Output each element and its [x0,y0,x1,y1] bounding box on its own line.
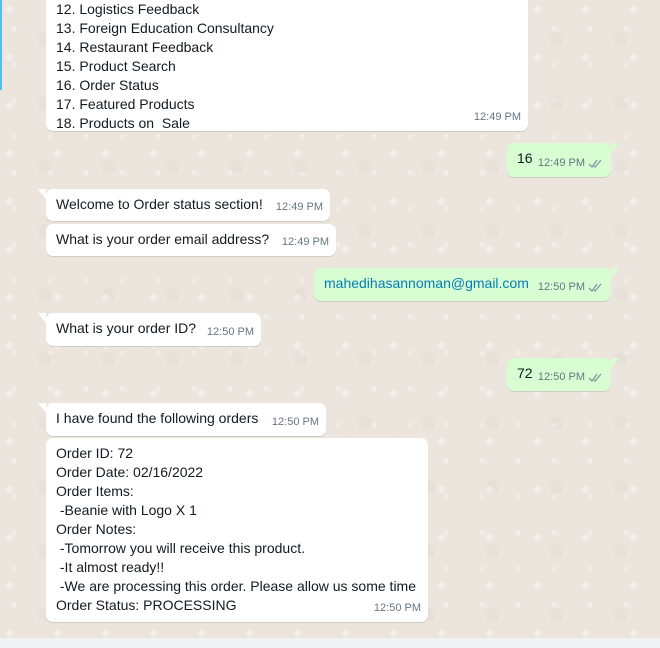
message-text: I have found the following orders [56,410,259,426]
order-note-line: -We are processing this order. Please al… [56,578,417,594]
message-meta: 12:49 PM [538,154,604,173]
menu-item: 15. Product Search [56,58,176,74]
message-time: 12:49 PM [281,236,329,248]
double-check-icon [588,373,602,383]
message-meta: 12:50 PM [538,368,604,387]
message-meta: 12:49 PM [474,108,521,127]
double-check-icon [588,283,602,293]
message-text: 16 [517,150,533,166]
message-text: What is your order ID? [56,320,197,336]
sent-message-id: 72 12:50 PM [507,358,619,391]
bot-ask-id-message: What is your order ID? 12:50 PM [38,313,261,346]
message-time: 12:50 PM [537,281,585,293]
bot-ask-email-message: What is your order email address? 12:49 … [46,224,336,256]
message-time: 12:50 PM [271,416,319,428]
sent-message-email: mahedihasannoman@gmail.com 12:50 PM [314,268,619,301]
menu-item: 17. Featured Products [56,96,195,112]
message-meta: 12:50 PM [538,278,604,297]
message-meta: 12:50 PM [374,599,421,618]
order-item-line: -Beanie with Logo X 1 [56,502,197,518]
order-items-heading: Order Items: [56,483,134,499]
message-time: 12:49 PM [537,157,585,169]
menu-message: 12. Logistics Feedback 13. Foreign Educa… [46,0,528,131]
message-meta: 12:50 PM [272,413,319,432]
email-link[interactable]: mahedihasannoman@gmail.com [324,275,529,291]
menu-item: 13. Foreign Education Consultancy [56,20,274,36]
double-check-icon [588,159,602,169]
bot-found-message: I have found the following orders 12:50 … [38,403,326,436]
message-time: 12:49 PM [275,201,323,213]
bot-welcome-message: Welcome to Order status section! 12:49 P… [38,189,330,221]
message-time: 12:50 PM [537,371,585,383]
left-accent-bar [0,0,2,90]
message-meta: 12:49 PM [282,233,329,252]
menu-item: 14. Restaurant Feedback [56,39,214,55]
order-notes-heading: Order Notes: [56,521,137,537]
order-id-line: Order ID: 72 [56,445,134,461]
bottom-strip [0,638,660,648]
message-text: 72 [517,365,533,381]
message-time: 12:50 PM [206,326,254,338]
message-meta: 12:49 PM [276,198,323,217]
menu-item: 16. Order Status [56,77,159,93]
message-time: 12:50 PM [373,602,421,614]
message-text: What is your order email address? [56,231,270,247]
order-status-line: Order Status: PROCESSING [56,597,237,613]
order-note-line: -It almost ready!! [56,559,165,575]
sent-message-choice: 16 12:49 PM [507,143,619,177]
message-meta: 12:50 PM [207,323,254,342]
order-date-line: Order Date: 02/16/2022 [56,464,204,480]
menu-item: 12. Logistics Feedback [56,1,200,17]
message-text: Welcome to Order status section! [56,196,263,212]
order-note-line: -Tomorrow you will receive this product. [56,540,305,556]
message-time: 12:49 PM [473,111,521,123]
order-details-message: Order ID: 72 Order Date: 02/16/2022 Orde… [46,438,428,622]
menu-item: 18. Products on Sale [56,115,190,131]
